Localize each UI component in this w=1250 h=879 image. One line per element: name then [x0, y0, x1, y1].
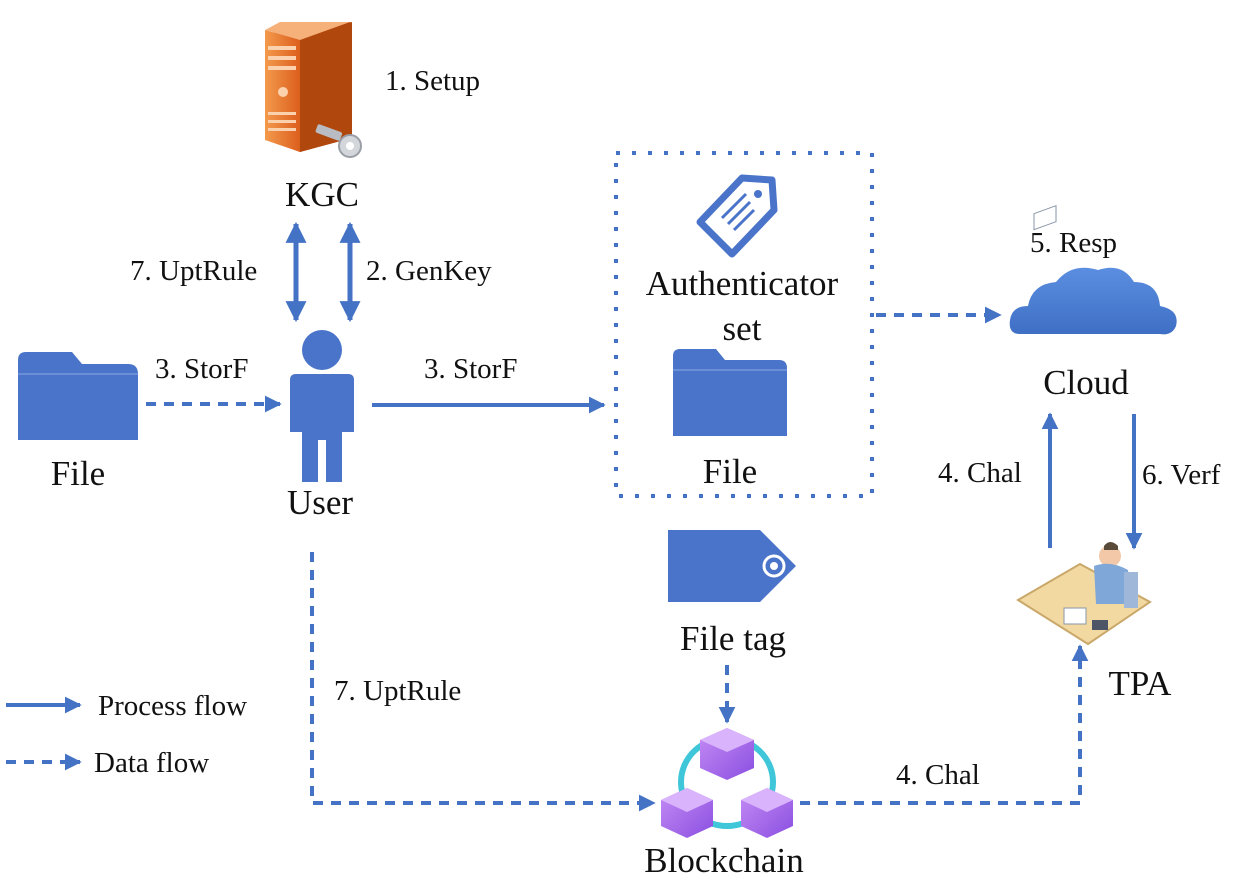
storf-mid-label: 3. StorF: [424, 353, 517, 385]
auditor-icon: [1016, 204, 1152, 646]
chal-up-label: 4. Chal: [938, 457, 1022, 489]
uptrule-top-label: 7. UptRule: [130, 255, 257, 287]
user-label: User: [287, 483, 353, 522]
tpa-label: TPA: [1109, 664, 1173, 703]
blockchain-label: Blockchain: [644, 841, 803, 879]
authenticator-set-box: [614, 151, 874, 498]
folder-icon-inner: [673, 349, 787, 436]
setup-label: 1. Setup: [385, 65, 480, 97]
file-tag-label: File tag: [680, 619, 786, 658]
legend-data-label: Data flow: [94, 747, 209, 779]
chal-bottom-label: 4. Chal: [896, 759, 980, 791]
blockchain-icon: [661, 728, 793, 838]
chal-data-arrow: [800, 644, 1089, 805]
kgc-label: KGC: [285, 175, 359, 214]
verf-label: 6. Verf: [1142, 459, 1221, 491]
server-icon: [265, 22, 352, 152]
key-icon: [315, 124, 362, 158]
genkey-label: 2. GenKey: [366, 255, 492, 287]
uptrule-bottom-label: 7. UptRule: [334, 675, 461, 707]
cloud-label: Cloud: [1043, 363, 1129, 402]
folder-icon-left: [18, 352, 138, 440]
storf-left-label: 3. StorF: [155, 353, 248, 385]
file-inner-label: File: [703, 452, 757, 491]
file-tag-icon: [668, 530, 796, 602]
authenticator-label-line1: Authenticator: [646, 264, 839, 303]
file-left-label: File: [51, 454, 105, 493]
resp-label: 5. Resp: [1030, 227, 1117, 259]
legend-process-label: Process flow: [98, 690, 247, 722]
cloud-icon: [1009, 267, 1177, 335]
user-icon: [290, 330, 354, 482]
authenticator-label-line2: set: [723, 309, 762, 348]
tag-icon: [696, 174, 778, 258]
legend: Process flow Data flow: [6, 690, 247, 779]
